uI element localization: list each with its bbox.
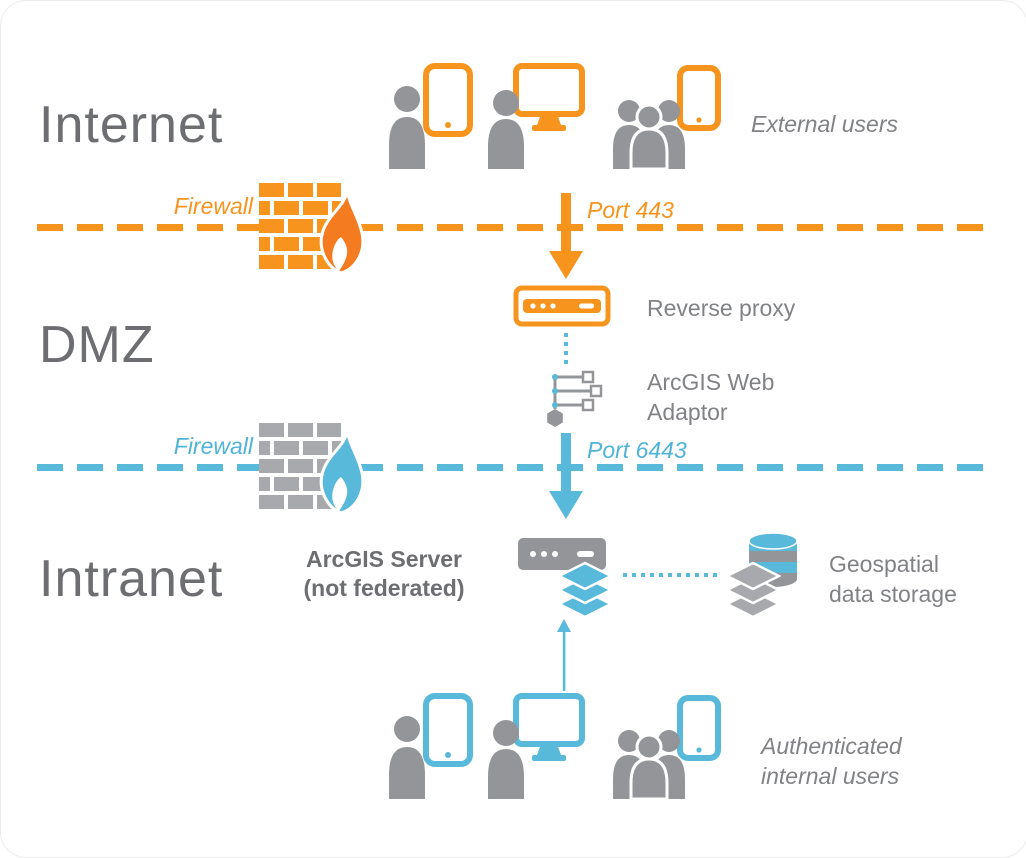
- internal-user-group-icon: [611, 695, 721, 799]
- server-storage-dotted-connector: [623, 573, 721, 577]
- arcgis-server-subtitle: (not federated): [303, 575, 465, 601]
- firewall-top-flame-icon: [313, 187, 371, 275]
- arcgis-server-icon: [517, 537, 607, 571]
- firewall-bottom-label: Firewall: [173, 433, 253, 459]
- internal-users-caption: Authenticated internal users: [761, 731, 902, 791]
- firewall-top-label: Firewall: [173, 193, 253, 219]
- external-users-caption: External users: [751, 111, 899, 137]
- geospatial-storage-label-line1: Geospatial: [829, 551, 939, 577]
- storage-layers-icon: [725, 561, 781, 619]
- server-layers-icon: [557, 561, 613, 619]
- firewall-top-brick-icon: [259, 183, 341, 271]
- web-adaptor-label: ArcGIS Web Adaptor: [647, 367, 774, 427]
- firewall-bottom-flame-icon: [313, 427, 371, 515]
- firewall-bottom-dashed-line: [37, 464, 991, 471]
- geospatial-storage-label-line2: data storage: [829, 581, 957, 607]
- web-adaptor-label-line1: ArcGIS Web: [647, 369, 775, 395]
- port-6443-arrow-icon: [549, 433, 583, 519]
- internal-tablet-user-icon: [387, 693, 473, 799]
- internal-users-caption-line1: Authenticated: [761, 733, 902, 759]
- proxy-adaptor-dotted-connector: [564, 333, 568, 369]
- external-monitor-user-icon: [487, 61, 587, 169]
- reverse-proxy-label: Reverse proxy: [647, 295, 796, 321]
- geospatial-storage-label: Geospatial data storage: [829, 549, 957, 609]
- port-443-label: Port 443: [587, 197, 674, 223]
- firewall-top-dashed-line: [37, 224, 991, 231]
- port-443-arrow-icon: [549, 193, 583, 279]
- arcgis-server-title: ArcGIS Server: [306, 546, 462, 572]
- web-adaptor-label-line2: Adaptor: [647, 399, 728, 425]
- internal-users-up-arrow-icon: [555, 619, 573, 691]
- arcgis-server-label: ArcGIS Server (not federated): [284, 545, 484, 603]
- internal-users-caption-line2: internal users: [761, 763, 900, 789]
- dmz-zone-label: DMZ: [39, 316, 155, 374]
- reverse-proxy-icon: [513, 285, 611, 327]
- internet-zone-label: Internet: [39, 96, 224, 154]
- port-6443-label: Port 6443: [587, 437, 687, 463]
- external-tablet-user-icon: [387, 63, 473, 169]
- external-user-group-icon: [611, 65, 721, 169]
- intranet-zone-label: Intranet: [39, 550, 224, 608]
- arcgis-web-adaptor-icon: [535, 367, 605, 429]
- internal-monitor-user-icon: [487, 691, 587, 799]
